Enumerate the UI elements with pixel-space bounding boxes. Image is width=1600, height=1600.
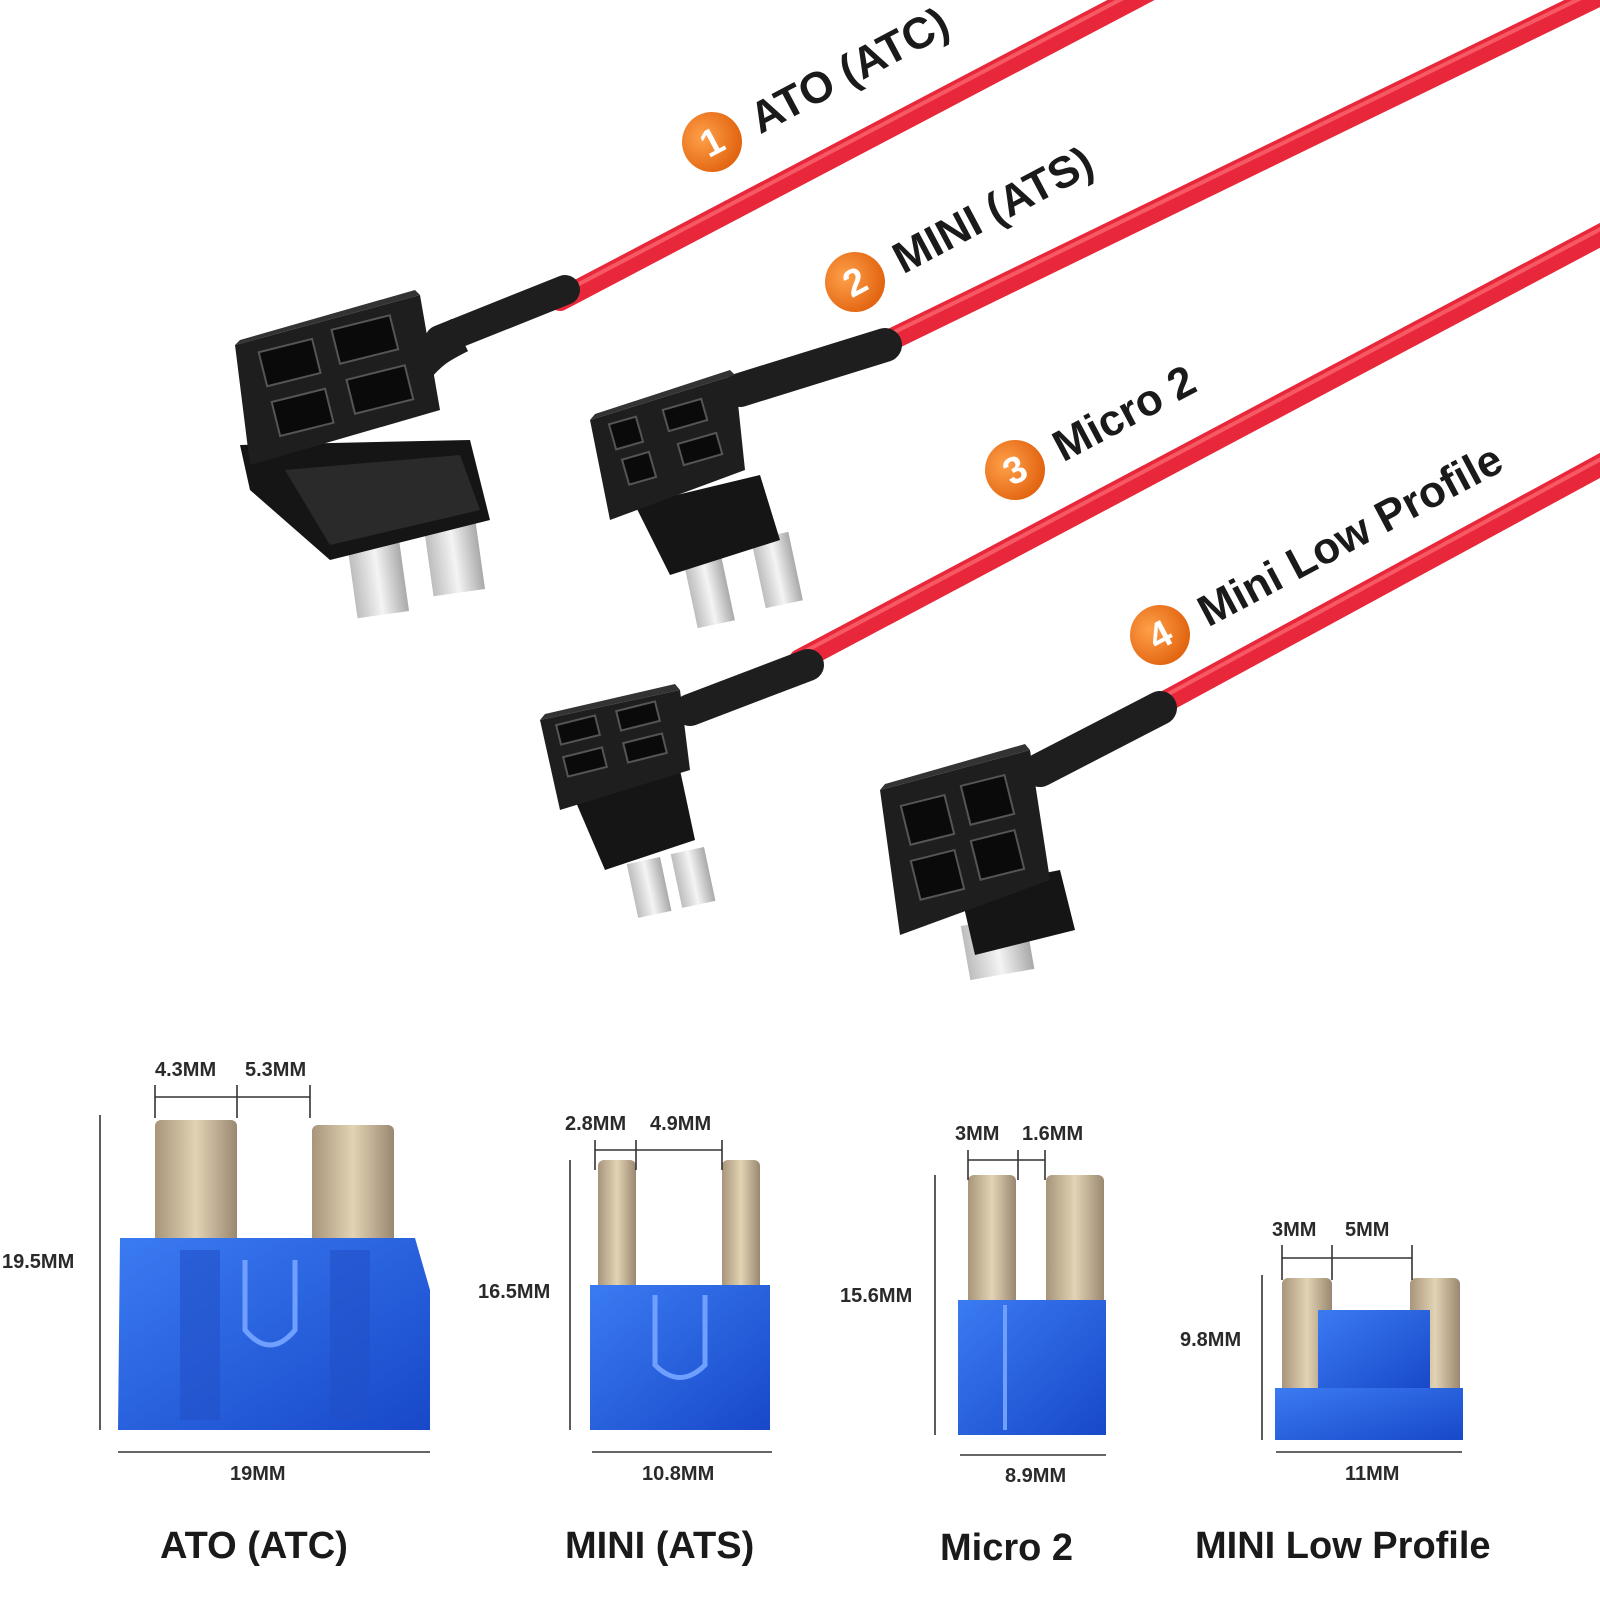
low-profile-width: 11MM bbox=[1345, 1463, 1399, 1485]
mini-pin-width: 2.8MM bbox=[565, 1113, 626, 1135]
ato-pin-width: 4.3MM bbox=[155, 1059, 216, 1081]
low-profile-pin-gap: 5MM bbox=[1345, 1219, 1389, 1241]
fuse-tap-mini bbox=[590, 328, 902, 629]
fuse-tap-ato bbox=[235, 275, 580, 619]
mini-height: 16.5MM bbox=[478, 1281, 550, 1303]
ato-caption: ATO (ATC) bbox=[160, 1525, 348, 1567]
fuse-micro2: 3MM 1.6MM 15.6MM 8.9MM Micro 2 bbox=[840, 1123, 1106, 1569]
fuse-mini-low-profile: 3MM 5MM 9.8MM 11MM MINI Low Profile bbox=[1180, 1219, 1491, 1567]
mini-pin-gap: 4.9MM bbox=[650, 1113, 711, 1135]
wire-4 bbox=[1139, 452, 1600, 721]
ato-pin-gap: 5.3MM bbox=[245, 1059, 306, 1081]
svg-text:ATO (ATC): ATO (ATC) bbox=[742, 0, 957, 143]
label-3: 3 Micro 2 bbox=[985, 356, 1204, 500]
micro2-width: 8.9MM bbox=[1005, 1465, 1066, 1487]
fuse-tap-mini-low-profile bbox=[880, 691, 1177, 981]
ato-width: 19MM bbox=[230, 1463, 286, 1485]
badge-3 bbox=[985, 440, 1045, 500]
ato-height: 19.5MM bbox=[2, 1251, 74, 1273]
micro2-caption: Micro 2 bbox=[940, 1527, 1073, 1569]
wire-2 bbox=[869, 0, 1600, 356]
low-profile-caption: MINI Low Profile bbox=[1195, 1525, 1491, 1567]
wire-1 bbox=[549, 0, 1155, 311]
wires bbox=[549, 0, 1600, 721]
micro2-height: 15.6MM bbox=[840, 1285, 912, 1307]
wire-3 bbox=[789, 222, 1600, 671]
badge-4 bbox=[1130, 605, 1190, 665]
micro2-pin-gap: 1.6MM bbox=[1022, 1123, 1083, 1145]
low-profile-height: 9.8MM bbox=[1180, 1329, 1241, 1351]
badge-1 bbox=[682, 112, 742, 172]
badge-2 bbox=[825, 252, 885, 312]
micro2-pin-width: 3MM bbox=[955, 1123, 999, 1145]
fuse-ato: 4.3MM 5.3MM 19.5MM 19MM ATO (ATC) bbox=[2, 1059, 430, 1567]
fuse-mini: 2.8MM 4.9MM 16.5MM 10.8MM MINI (ATS) bbox=[478, 1113, 772, 1567]
fuse-tap-micro2 bbox=[540, 649, 824, 918]
mini-caption: MINI (ATS) bbox=[565, 1525, 754, 1567]
label-2: 2 MINI (ATS) bbox=[825, 137, 1101, 312]
low-profile-pin-width: 3MM bbox=[1272, 1219, 1316, 1241]
mini-width: 10.8MM bbox=[642, 1463, 714, 1485]
